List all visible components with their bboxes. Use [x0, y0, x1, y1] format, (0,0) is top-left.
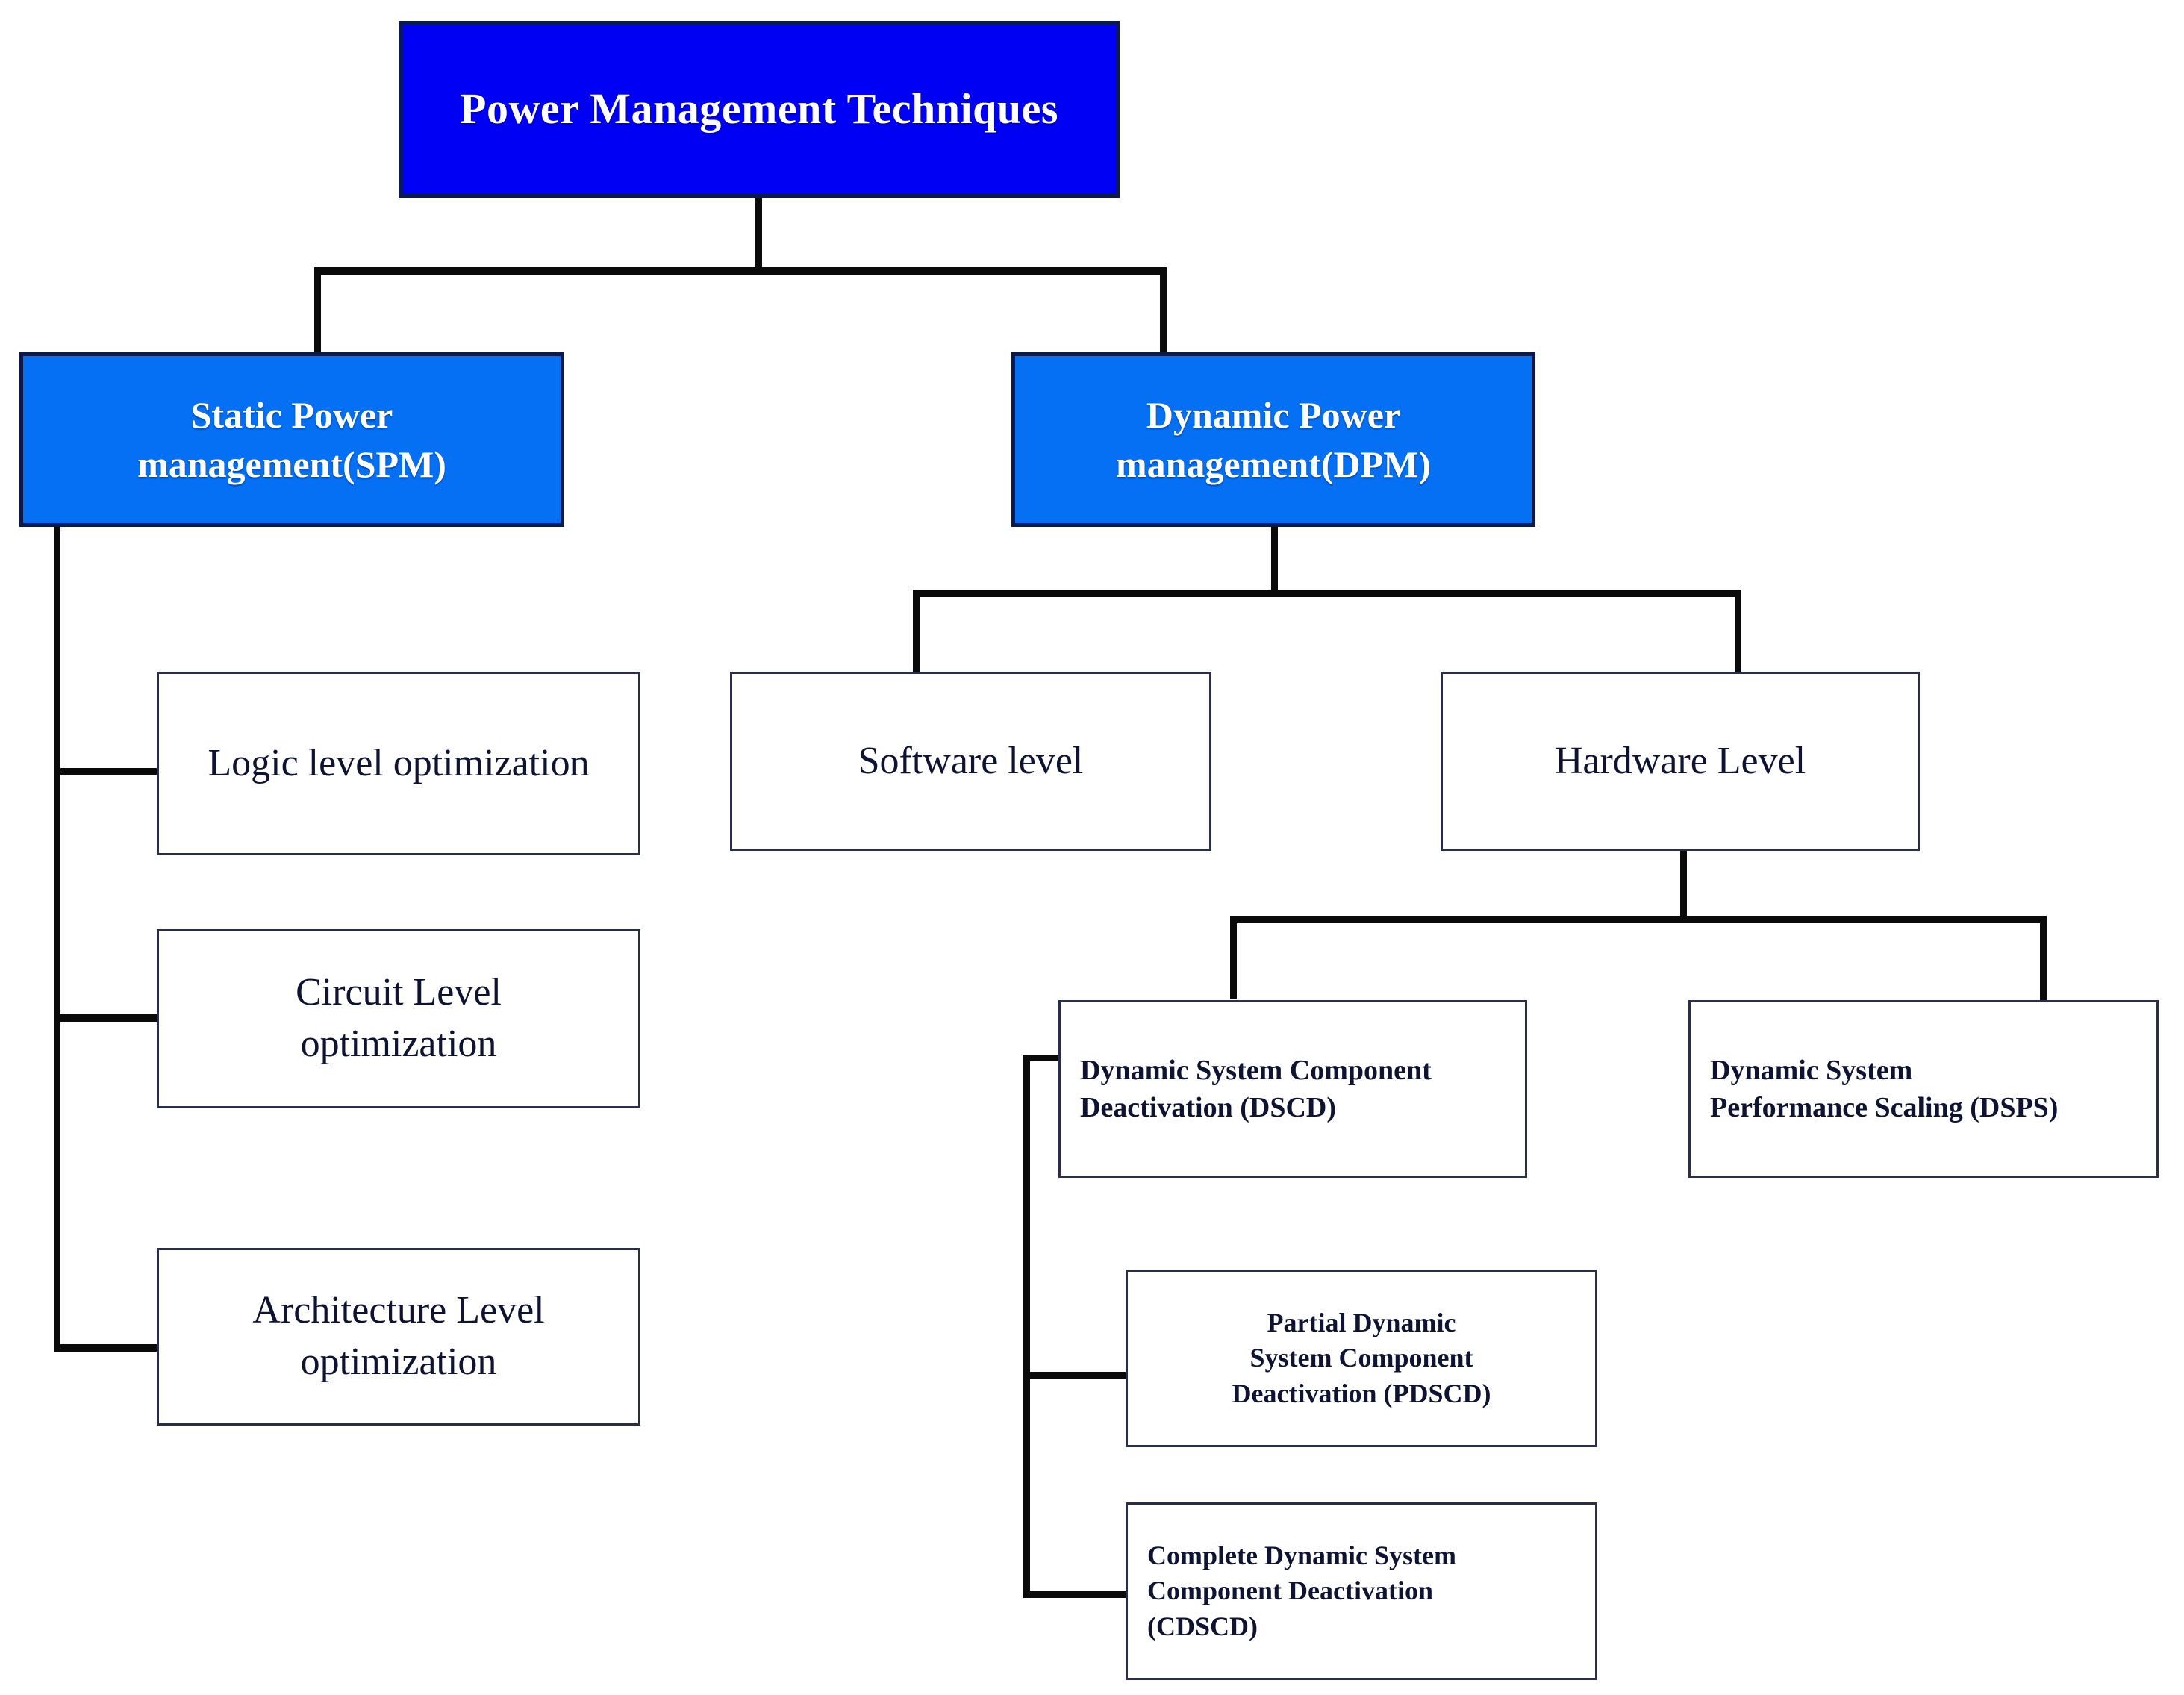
connector-spm-spine: [54, 525, 60, 1351]
node-label-pdscd-line1: Partial Dynamic: [1267, 1307, 1456, 1337]
node-label-root: Power Management Techniques: [460, 84, 1058, 134]
connector-root-bar: [314, 267, 1167, 275]
node-label-cdscd: Complete Dynamic System Component Deacti…: [1147, 1538, 1456, 1645]
node-circuit-level-optimization[interactable]: Circuit Level optimization: [157, 929, 640, 1108]
node-label-dscd-line1: Dynamic System Component: [1080, 1054, 1432, 1086]
node-pdscd[interactable]: Partial Dynamic System Component Deactiv…: [1126, 1270, 1597, 1447]
node-label-dsps: Dynamic System Performance Scaling (DSPS…: [1710, 1052, 2058, 1126]
node-label-dpm-line2: management(DPM): [1115, 443, 1432, 485]
connector-dpm-bar: [913, 590, 1741, 597]
node-label-spm: Static Power management(SPM): [137, 390, 446, 489]
node-dscd[interactable]: Dynamic System Component Deactivation (D…: [1058, 1000, 1527, 1178]
connector-dscd-to-pdscd: [1023, 1372, 1128, 1379]
node-label-logic-level: Logic level optimization: [208, 741, 590, 784]
node-label-architecture-level: Architecture Level optimization: [252, 1285, 544, 1387]
node-label-architecture-level-line1: Architecture Level: [252, 1289, 545, 1332]
connector-root-to-dpm: [1160, 267, 1167, 360]
node-cdscd[interactable]: Complete Dynamic System Component Deacti…: [1126, 1502, 1597, 1680]
node-label-pdscd: Partial Dynamic System Component Deactiv…: [1232, 1305, 1491, 1412]
node-dsps[interactable]: Dynamic System Performance Scaling (DSPS…: [1688, 1000, 2159, 1178]
connector-hardware-to-dscd: [1230, 916, 1237, 999]
node-power-management-techniques[interactable]: Power Management Techniques: [399, 21, 1120, 198]
connector-hardware-stem: [1680, 849, 1687, 920]
node-label-spm-line1: Static Power: [190, 394, 393, 436]
connector-hardware-bar: [1230, 916, 2047, 923]
node-static-power-management[interactable]: Static Power management(SPM): [19, 352, 564, 527]
node-label-dscd-line2: Deactivation (DSCD): [1080, 1092, 1337, 1123]
node-architecture-level-optimization[interactable]: Architecture Level optimization: [157, 1248, 640, 1426]
node-label-dpm-line1: Dynamic Power: [1146, 394, 1401, 436]
connector-spm-to-architecture: [54, 1344, 158, 1352]
connector-dscd-spine: [1023, 1055, 1030, 1597]
node-hardware-level[interactable]: Hardware Level: [1441, 672, 1920, 851]
node-label-dscd: Dynamic System Component Deactivation (D…: [1080, 1052, 1432, 1126]
node-dynamic-power-management[interactable]: Dynamic Power management(DPM): [1011, 352, 1535, 527]
node-label-cdscd-line1: Complete Dynamic System: [1147, 1540, 1456, 1570]
connector-spm-to-circuit: [54, 1014, 158, 1022]
node-label-dpm: Dynamic Power management(DPM): [1116, 390, 1431, 489]
node-label-software-level: Software level: [858, 739, 1084, 782]
node-label-pdscd-line3: Deactivation (PDSCD): [1232, 1378, 1491, 1408]
node-label-cdscd-line2: Component Deactivation: [1147, 1576, 1433, 1606]
connector-dscd-stub-top: [1023, 1055, 1079, 1061]
connector-spm-to-logic: [54, 768, 158, 775]
connector-dpm-to-hardware: [1735, 590, 1741, 674]
node-label-cdscd-line3: (CDSCD): [1147, 1611, 1258, 1641]
connector-dpm-to-software: [913, 590, 920, 674]
node-label-dsps-line2: Performance Scaling (DSPS): [1710, 1092, 2059, 1123]
node-label-circuit-level-line1: Circuit Level: [296, 971, 502, 1014]
connector-root-to-spm: [314, 267, 321, 360]
node-label-spm-line2: management(SPM): [137, 443, 446, 485]
node-label-circuit-level-line2: optimization: [300, 1023, 497, 1065]
node-label-hardware-level: Hardware Level: [1554, 739, 1806, 782]
node-label-dsps-line1: Dynamic System: [1710, 1054, 1913, 1086]
node-label-pdscd-line2: System Component: [1249, 1343, 1473, 1373]
connector-root-stem: [755, 196, 762, 272]
connector-dscd-to-cdscd: [1023, 1591, 1128, 1598]
node-label-circuit-level: Circuit Level optimization: [296, 967, 502, 1070]
node-logic-level-optimization[interactable]: Logic level optimization: [157, 672, 640, 855]
connector-dpm-stem: [1271, 522, 1278, 594]
node-software-level[interactable]: Software level: [730, 672, 1211, 851]
node-label-architecture-level-line2: optimization: [300, 1340, 497, 1383]
connector-hardware-to-dsps: [2040, 916, 2047, 1000]
